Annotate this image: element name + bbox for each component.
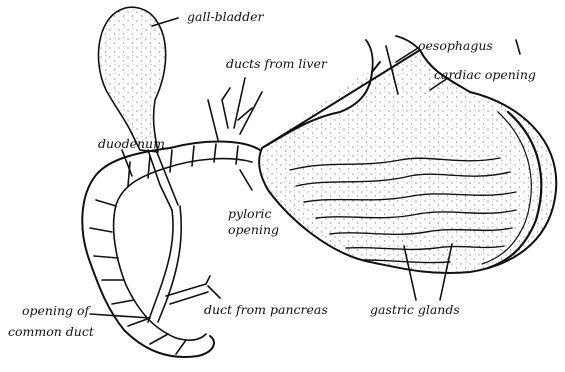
- cardiac-opening-label: cardiac opening: [434, 69, 536, 82]
- gall-bladder-shape: [98, 7, 165, 152]
- common-bile-duct: [148, 210, 173, 322]
- gastric-glands-label: gastric glands: [370, 304, 460, 317]
- duodenum-label: duodenum: [98, 138, 165, 151]
- oesophagus-label: oesophagus: [418, 40, 493, 53]
- ducts-from-liver-label: ducts from liver: [226, 58, 327, 71]
- pyloric-label-line2: opening: [228, 224, 279, 237]
- gall-bladder-label: gall-bladder: [187, 11, 264, 24]
- pyloric-pointer: [240, 170, 252, 190]
- hepatic-ducts: [208, 78, 262, 140]
- stomach-outline: [259, 50, 556, 273]
- stray-mark: [516, 40, 520, 54]
- common-duct-label-line1: opening of: [22, 305, 89, 318]
- duct-from-pancreas-label: duct from pancreas: [204, 304, 328, 317]
- pancreas-pointer: [208, 286, 220, 298]
- common-duct-label-line2: common duct: [8, 326, 94, 339]
- common-duct-pointer: [90, 314, 150, 318]
- pyloric-label-line1: pyloric: [228, 208, 272, 221]
